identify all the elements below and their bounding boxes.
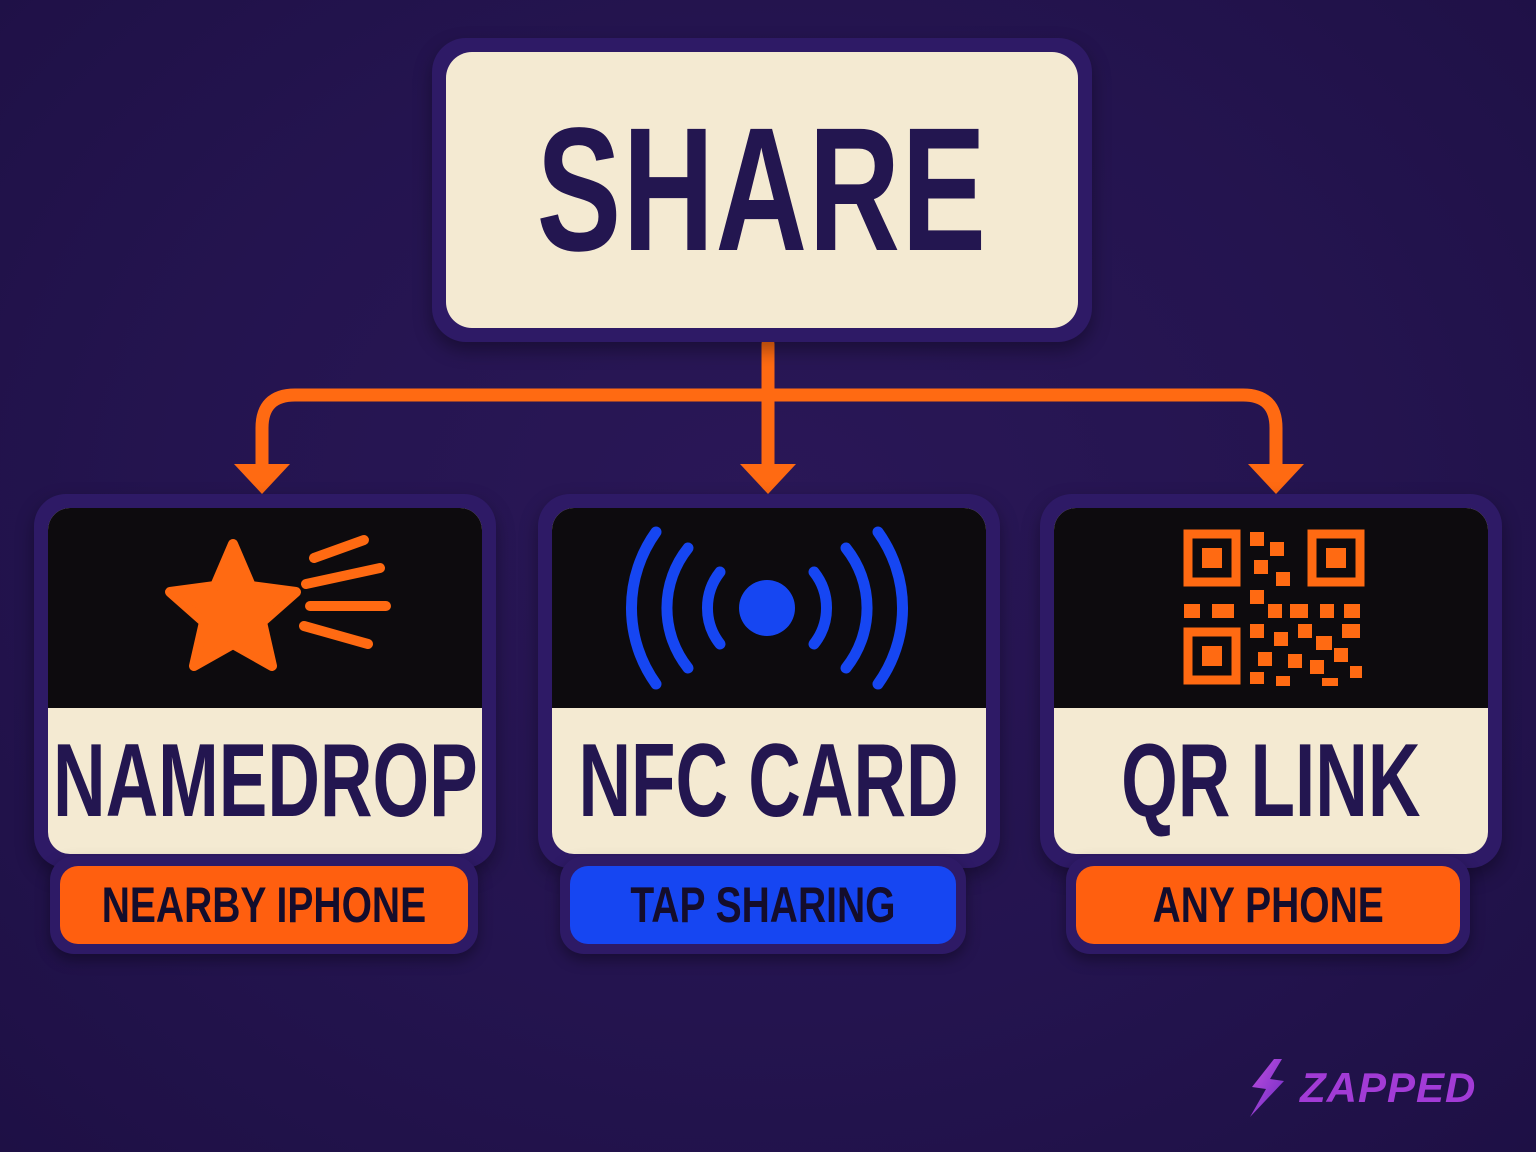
badge-pill: ANY PHONE — [1076, 866, 1460, 944]
card-label-area: QR LINK — [1054, 708, 1488, 854]
shooting-star-icon — [165, 535, 391, 671]
arrowhead-right — [1248, 464, 1304, 494]
arrowhead-left — [234, 464, 290, 494]
card-label: QR LINK — [1121, 723, 1421, 839]
badge-namedrop: NEARBY IPHONE — [50, 856, 478, 954]
brand-logo: ZAPPED — [1244, 1056, 1476, 1120]
card-icon-area — [48, 508, 482, 708]
card-label: NAMEDROP — [52, 723, 478, 839]
arrowhead-center — [740, 464, 796, 494]
share-node: SHARE — [432, 38, 1092, 342]
badge-pill: TAP SHARING — [570, 866, 956, 944]
badge-label: ANY PHONE — [1152, 877, 1384, 933]
brand-name: ZAPPED — [1300, 1064, 1477, 1111]
share-panel: SHARE — [446, 52, 1078, 328]
option-card-nfc: NFC CARD — [538, 494, 1000, 868]
nfc-signal-icon — [625, 526, 909, 690]
badge-pill: NEARBY IPHONE — [60, 866, 468, 944]
card-panel: QR LINK — [1054, 508, 1488, 854]
lightning-bolt-icon — [1250, 1059, 1284, 1117]
badge-nfc: TAP SHARING — [560, 856, 966, 954]
card-label-area: NFC CARD — [552, 708, 986, 854]
share-title: SHARE — [536, 92, 988, 288]
badge-label: TAP SHARING — [630, 877, 896, 933]
qr-code-icon — [1183, 529, 1365, 686]
card-label: NFC CARD — [578, 723, 960, 839]
card-icon-area — [552, 508, 986, 708]
option-card-namedrop: NAMEDROP — [34, 494, 496, 868]
badge-label: NEARBY IPHONE — [101, 877, 427, 933]
card-panel: NFC CARD — [552, 508, 986, 854]
card-panel: NAMEDROP — [48, 508, 482, 854]
card-icon-area — [1054, 508, 1488, 708]
badge-qr: ANY PHONE — [1066, 856, 1470, 954]
card-label-area: NAMEDROP — [48, 708, 482, 854]
option-card-qr: QR LINK — [1040, 494, 1502, 868]
